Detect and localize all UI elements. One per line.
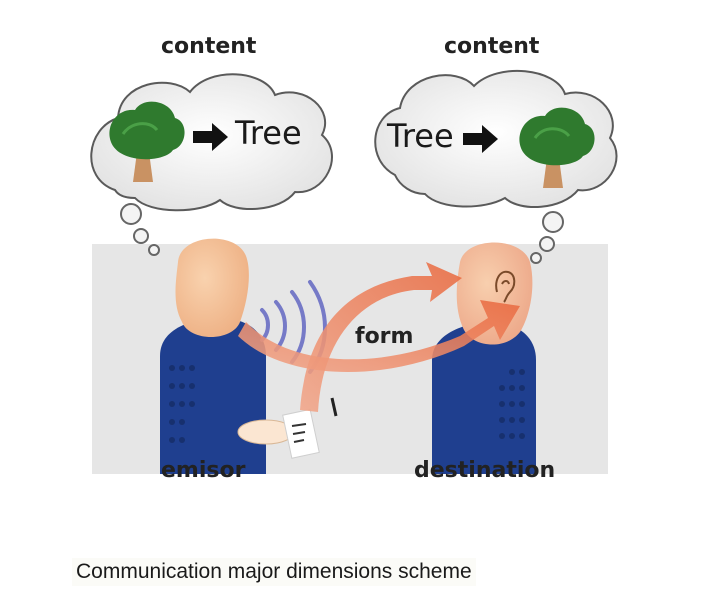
arrow-right-icon (193, 123, 228, 151)
content-label-right: content (444, 34, 540, 59)
communication-diagram: content content Tree Tree form emisor de… (90, 34, 618, 483)
figure-caption: Communication major dimensions scheme (72, 558, 476, 586)
thought-cloud-right (374, 69, 618, 264)
emisor-label: emisor (161, 458, 246, 483)
tree-icon (519, 107, 595, 188)
form-arrows (238, 262, 520, 412)
diagram-svg (90, 69, 618, 474)
content-label-left: content (161, 34, 257, 59)
ear-icon (495, 270, 516, 303)
hand-writing-icon (282, 397, 338, 459)
form-label: form (355, 324, 414, 349)
tree-word-left: Tree (235, 114, 302, 152)
tree-icon (109, 101, 185, 182)
destination-label: destination (414, 458, 556, 483)
destination-figure (432, 242, 536, 474)
tree-word-right: Tree (387, 117, 454, 155)
thought-cloud-left (90, 73, 333, 256)
arrow-right-icon (463, 125, 498, 153)
emisor-figure (160, 238, 295, 474)
